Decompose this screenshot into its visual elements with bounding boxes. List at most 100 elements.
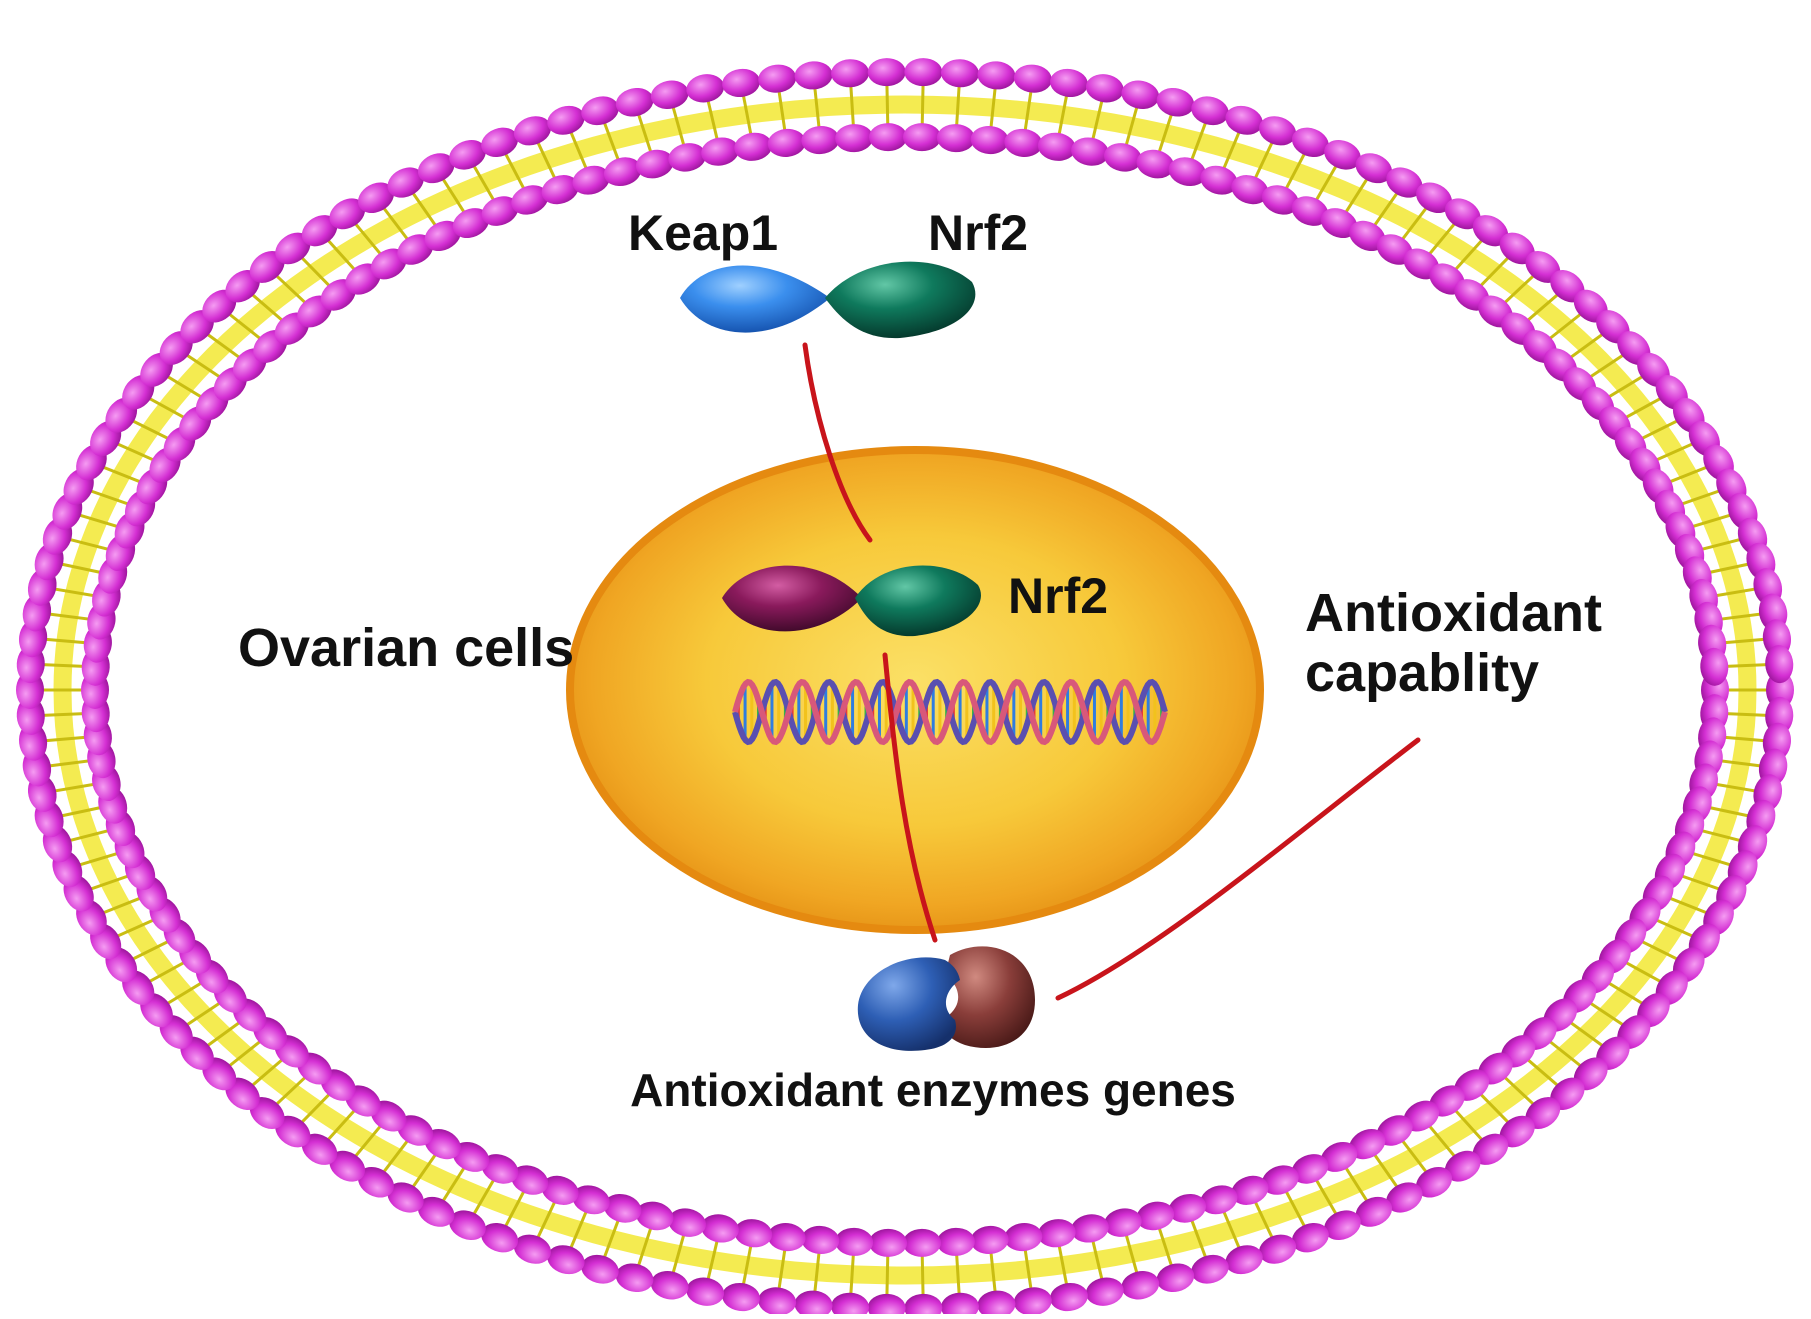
membrane-head-outer — [1324, 139, 1361, 170]
membrane-head-inner — [511, 185, 549, 215]
membrane-head-outer — [449, 1210, 486, 1241]
membrane-head-outer — [1324, 1210, 1361, 1241]
membrane-head-outer — [1225, 105, 1263, 135]
membrane-head-outer — [1291, 1222, 1329, 1253]
membrane-head-inner — [452, 208, 490, 239]
membrane-head-outer — [249, 1097, 285, 1130]
line-keap1-to-nucleus — [802, 342, 873, 543]
pathway-lines — [802, 342, 1421, 1001]
membrane-head-inner — [424, 220, 461, 252]
membrane-head-inner — [936, 1227, 975, 1256]
membrane-head-outer — [329, 198, 366, 230]
membrane-head-outer — [940, 1292, 979, 1319]
membrane-head-outer — [1050, 1282, 1088, 1312]
membrane-head-outer — [722, 68, 760, 98]
membrane-head-outer — [1416, 1166, 1453, 1198]
membrane-head-inner — [452, 1141, 490, 1172]
membrane-head-outer — [357, 182, 394, 214]
membrane-head-inner — [970, 1225, 1009, 1255]
membrane-head-outer — [417, 1196, 455, 1227]
membrane-head-outer — [940, 59, 979, 88]
membrane-head-outer — [615, 87, 654, 117]
membrane-head-inner — [541, 175, 579, 205]
membrane-head-outer — [1386, 167, 1423, 198]
membrane-head-outer — [1765, 645, 1794, 684]
membrane-head-inner — [734, 132, 773, 161]
membrane-head-inner — [902, 1228, 941, 1257]
membrane-head-outer — [1525, 1097, 1561, 1130]
membrane-head-outer — [722, 1282, 760, 1312]
membrane-head-inner — [511, 1165, 549, 1195]
membrane-head-outer — [758, 64, 797, 93]
membrane-head-outer — [547, 1245, 585, 1275]
membrane-head-outer — [1355, 153, 1393, 184]
membrane-head-inner — [1291, 196, 1329, 226]
membrane-head-inner — [481, 1154, 519, 1184]
line-nrf2-to-enzymes — [882, 652, 938, 943]
membrane-head-inner — [801, 1225, 840, 1255]
membrane-head-inner — [1349, 1128, 1386, 1160]
membrane-head-outer — [1472, 215, 1509, 247]
membrane-head-outer — [904, 58, 943, 87]
membrane-head-outer — [904, 1293, 943, 1319]
membrane-head-inner — [424, 1128, 461, 1160]
membrane-head-outer — [1050, 68, 1088, 98]
membrane-head-inner — [1136, 1201, 1175, 1231]
membrane-head-inner — [1136, 149, 1175, 179]
membrane-head-inner — [902, 123, 941, 152]
membrane-head-outer — [387, 1182, 424, 1213]
membrane-head-inner — [869, 123, 908, 152]
membrane-head-outer — [387, 167, 424, 198]
membrane-head-outer — [1121, 1271, 1160, 1300]
membrane-head-outer — [1499, 232, 1535, 265]
membrane-head-outer — [831, 59, 870, 88]
membrane-head-inner — [1231, 175, 1269, 205]
membrane-head-outer — [1085, 74, 1124, 103]
membrane-head-outer — [615, 1263, 654, 1293]
membrane-head-inner — [1200, 1185, 1238, 1215]
keap1-protein — [680, 265, 830, 333]
membrane-head-inner — [481, 196, 519, 226]
dna-strand-b — [732, 678, 1168, 746]
membrane-head-inner — [701, 137, 739, 166]
membrane-head-inner — [572, 165, 610, 195]
nuclear-partner-protein — [722, 565, 862, 632]
membrane-head-outer — [1156, 1263, 1195, 1293]
membrane-head-inner — [835, 1227, 874, 1256]
keap1-label: Keap1 — [628, 205, 779, 261]
membrane-head-inner — [970, 125, 1009, 155]
antioxidant-capability-label: Antioxidant capablity — [1305, 583, 1602, 704]
membrane-head-inner — [1291, 1154, 1329, 1184]
membrane-head-outer — [794, 1290, 833, 1319]
nrf2-nuclear-complex — [722, 565, 981, 637]
membrane-head-outer — [547, 105, 585, 135]
membrane-head-outer — [249, 250, 285, 283]
membrane-head-outer — [758, 1287, 797, 1316]
membrane-head-outer — [650, 1271, 689, 1300]
enzyme-left-subunit — [857, 957, 960, 1051]
membrane-head-inner — [603, 1193, 642, 1223]
nrf2-protein-nucleus — [855, 565, 981, 637]
membrane-head-outer — [1191, 1254, 1229, 1284]
membrane-head-outer — [481, 1222, 519, 1253]
membrane-head-outer — [1386, 1182, 1423, 1213]
membrane-head-inner — [1168, 1193, 1207, 1223]
membrane-head-outer — [1258, 116, 1297, 146]
membrane-head-inner — [397, 234, 434, 265]
membrane-head-outer — [301, 1133, 338, 1165]
membrane-head-inner — [1037, 1219, 1076, 1248]
membrane-head-outer — [481, 127, 519, 158]
membrane-head-inner — [1261, 1165, 1299, 1195]
membrane-head-outer — [1525, 250, 1561, 283]
membrane-head-inner — [397, 1115, 434, 1146]
membrane-head-inner — [869, 1228, 908, 1257]
membrane-head-inner — [1103, 143, 1142, 172]
dna-helix — [732, 678, 1168, 746]
membrane-head-inner — [767, 128, 806, 157]
membrane-head-outer — [449, 139, 486, 170]
membrane-head-outer — [1355, 1196, 1393, 1227]
membrane-head-inner — [1376, 1115, 1413, 1146]
membrane-head-outer — [867, 1293, 906, 1319]
membrane-head-outer — [1156, 87, 1195, 117]
